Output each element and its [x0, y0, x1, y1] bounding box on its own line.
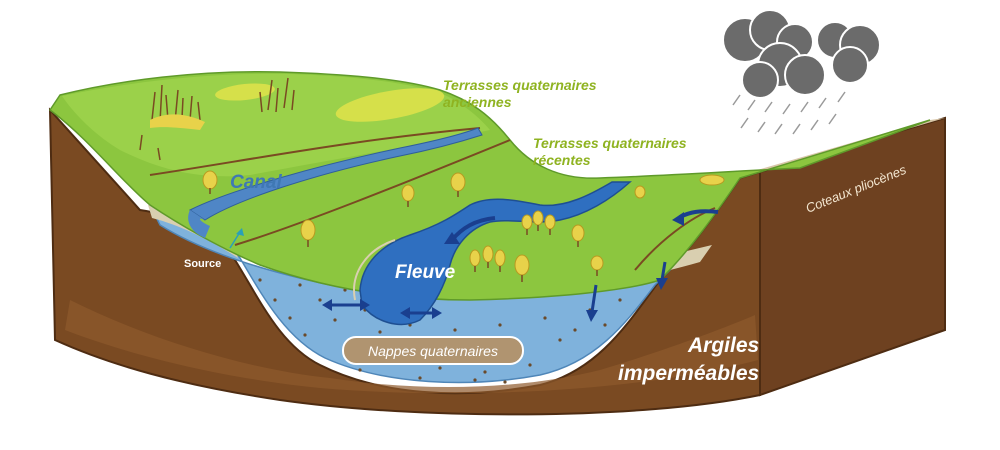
- terrace-line-2: [234, 139, 511, 246]
- label-source: Source: [184, 258, 221, 270]
- yellow-field-1: [335, 88, 445, 122]
- flow-arrows: [229, 209, 719, 322]
- tree-icon: [494, 249, 506, 272]
- label-terrasses-recentes-2: récentes: [533, 152, 591, 168]
- reed-icon: [259, 77, 295, 113]
- tree-icon: [300, 219, 316, 247]
- label-terrasses-anciennes-2: anciennes: [443, 94, 512, 110]
- rain-cloud-icon: [722, 9, 881, 135]
- reed-icon: [139, 134, 161, 161]
- tree-icon: [469, 249, 481, 272]
- tree-icon: [450, 172, 466, 197]
- reed-base: [150, 114, 205, 130]
- label-argiles-1: Argiles: [687, 334, 759, 357]
- flow-arrow-icon: [590, 284, 598, 313]
- tree-icon: [571, 224, 585, 247]
- label-canal: Canal: [230, 172, 282, 193]
- label-terrasses-recentes-1: Terrasses quaternaires: [533, 135, 687, 151]
- tree-icon: [590, 255, 604, 276]
- clay-highlight: [65, 300, 758, 394]
- clay-cross-section: [48, 107, 761, 416]
- river-bank-left: [353, 239, 396, 301]
- nappes-label-pill: [342, 336, 524, 365]
- tree-icon: [532, 210, 544, 231]
- tree-icon: [544, 214, 556, 235]
- canal-mouth: [188, 210, 210, 238]
- tree-icon: [521, 214, 533, 235]
- label-argiles-2: imperméables: [618, 362, 759, 385]
- terrace-line-1: [149, 127, 481, 176]
- tree-icon: [699, 174, 725, 186]
- flow-arrow-icon: [444, 232, 460, 244]
- reed-icon: [151, 84, 201, 123]
- tree-icon-group: [202, 170, 725, 282]
- tree-icon: [482, 245, 494, 268]
- tree-icon: [202, 170, 218, 194]
- label-nappes: Nappes quaternaires: [368, 343, 498, 359]
- label-terrasses-anciennes-1: Terrasses quaternaires: [443, 77, 597, 93]
- source-arrow-icon: [229, 231, 241, 249]
- tree-icon: [514, 254, 530, 282]
- reed-icon-group: [139, 77, 295, 161]
- flow-arrow-icon: [656, 278, 668, 290]
- flow-arrow-icon: [660, 261, 667, 281]
- river: [359, 181, 632, 326]
- tree-icon: [634, 185, 646, 199]
- block-side-face: [759, 116, 946, 397]
- flow-arrow-icon: [672, 212, 684, 226]
- label-fleuve: Fleuve: [395, 262, 456, 283]
- canal: [189, 127, 483, 221]
- flow-arrow-icon: [586, 310, 598, 322]
- tree-icon: [401, 184, 415, 207]
